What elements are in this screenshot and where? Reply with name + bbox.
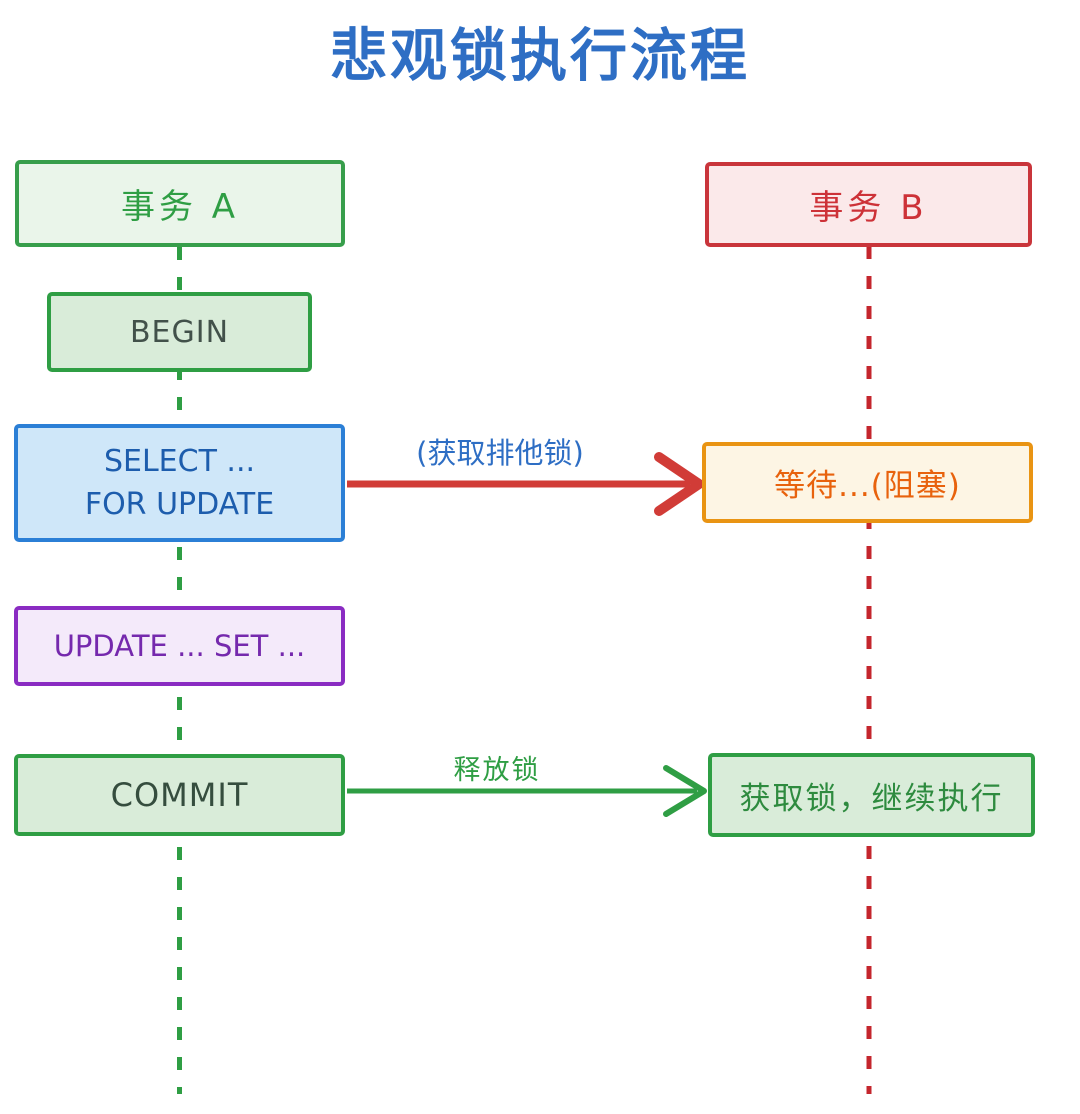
acquire-lock-arrow-label: (获取排他锁) [416, 436, 584, 470]
select-step-line2: FOR UPDATE [84, 487, 275, 522]
acquire-lock-continue-box: 获取锁，继续执行 [708, 753, 1035, 837]
release-lock-arrow-label: 释放锁 [453, 755, 541, 786]
update-set-step-box: UPDATE ... SET ... [14, 606, 345, 686]
update-step-label: UPDATE ... SET ... [53, 629, 306, 663]
release-lock-arrow [347, 765, 707, 817]
select-step-line1: SELECT ... [103, 443, 256, 479]
page-title: 悲观锁执行流程 [330, 23, 750, 89]
acquire-lock-continue-label: 获取锁，继续执行 [739, 780, 1004, 817]
begin-step-box: BEGIN [47, 292, 312, 372]
wait-blocked-label: 等待...(阻塞) [774, 468, 961, 504]
select-for-update-step-box: SELECT ... FOR UPDATE [14, 424, 345, 542]
transaction-a-label: 事务 A [120, 187, 240, 227]
commit-step-box: COMMIT [14, 754, 345, 836]
wait-blocked-box: 等待...(阻塞) [702, 442, 1033, 523]
transaction-b-header: 事务 B [705, 162, 1032, 247]
commit-step-label: COMMIT [110, 776, 249, 814]
transaction-a-header: 事务 A [15, 160, 345, 247]
transaction-b-label: 事务 B [809, 188, 928, 228]
acquire-lock-arrow [347, 452, 704, 516]
begin-step-label: BEGIN [129, 314, 230, 350]
